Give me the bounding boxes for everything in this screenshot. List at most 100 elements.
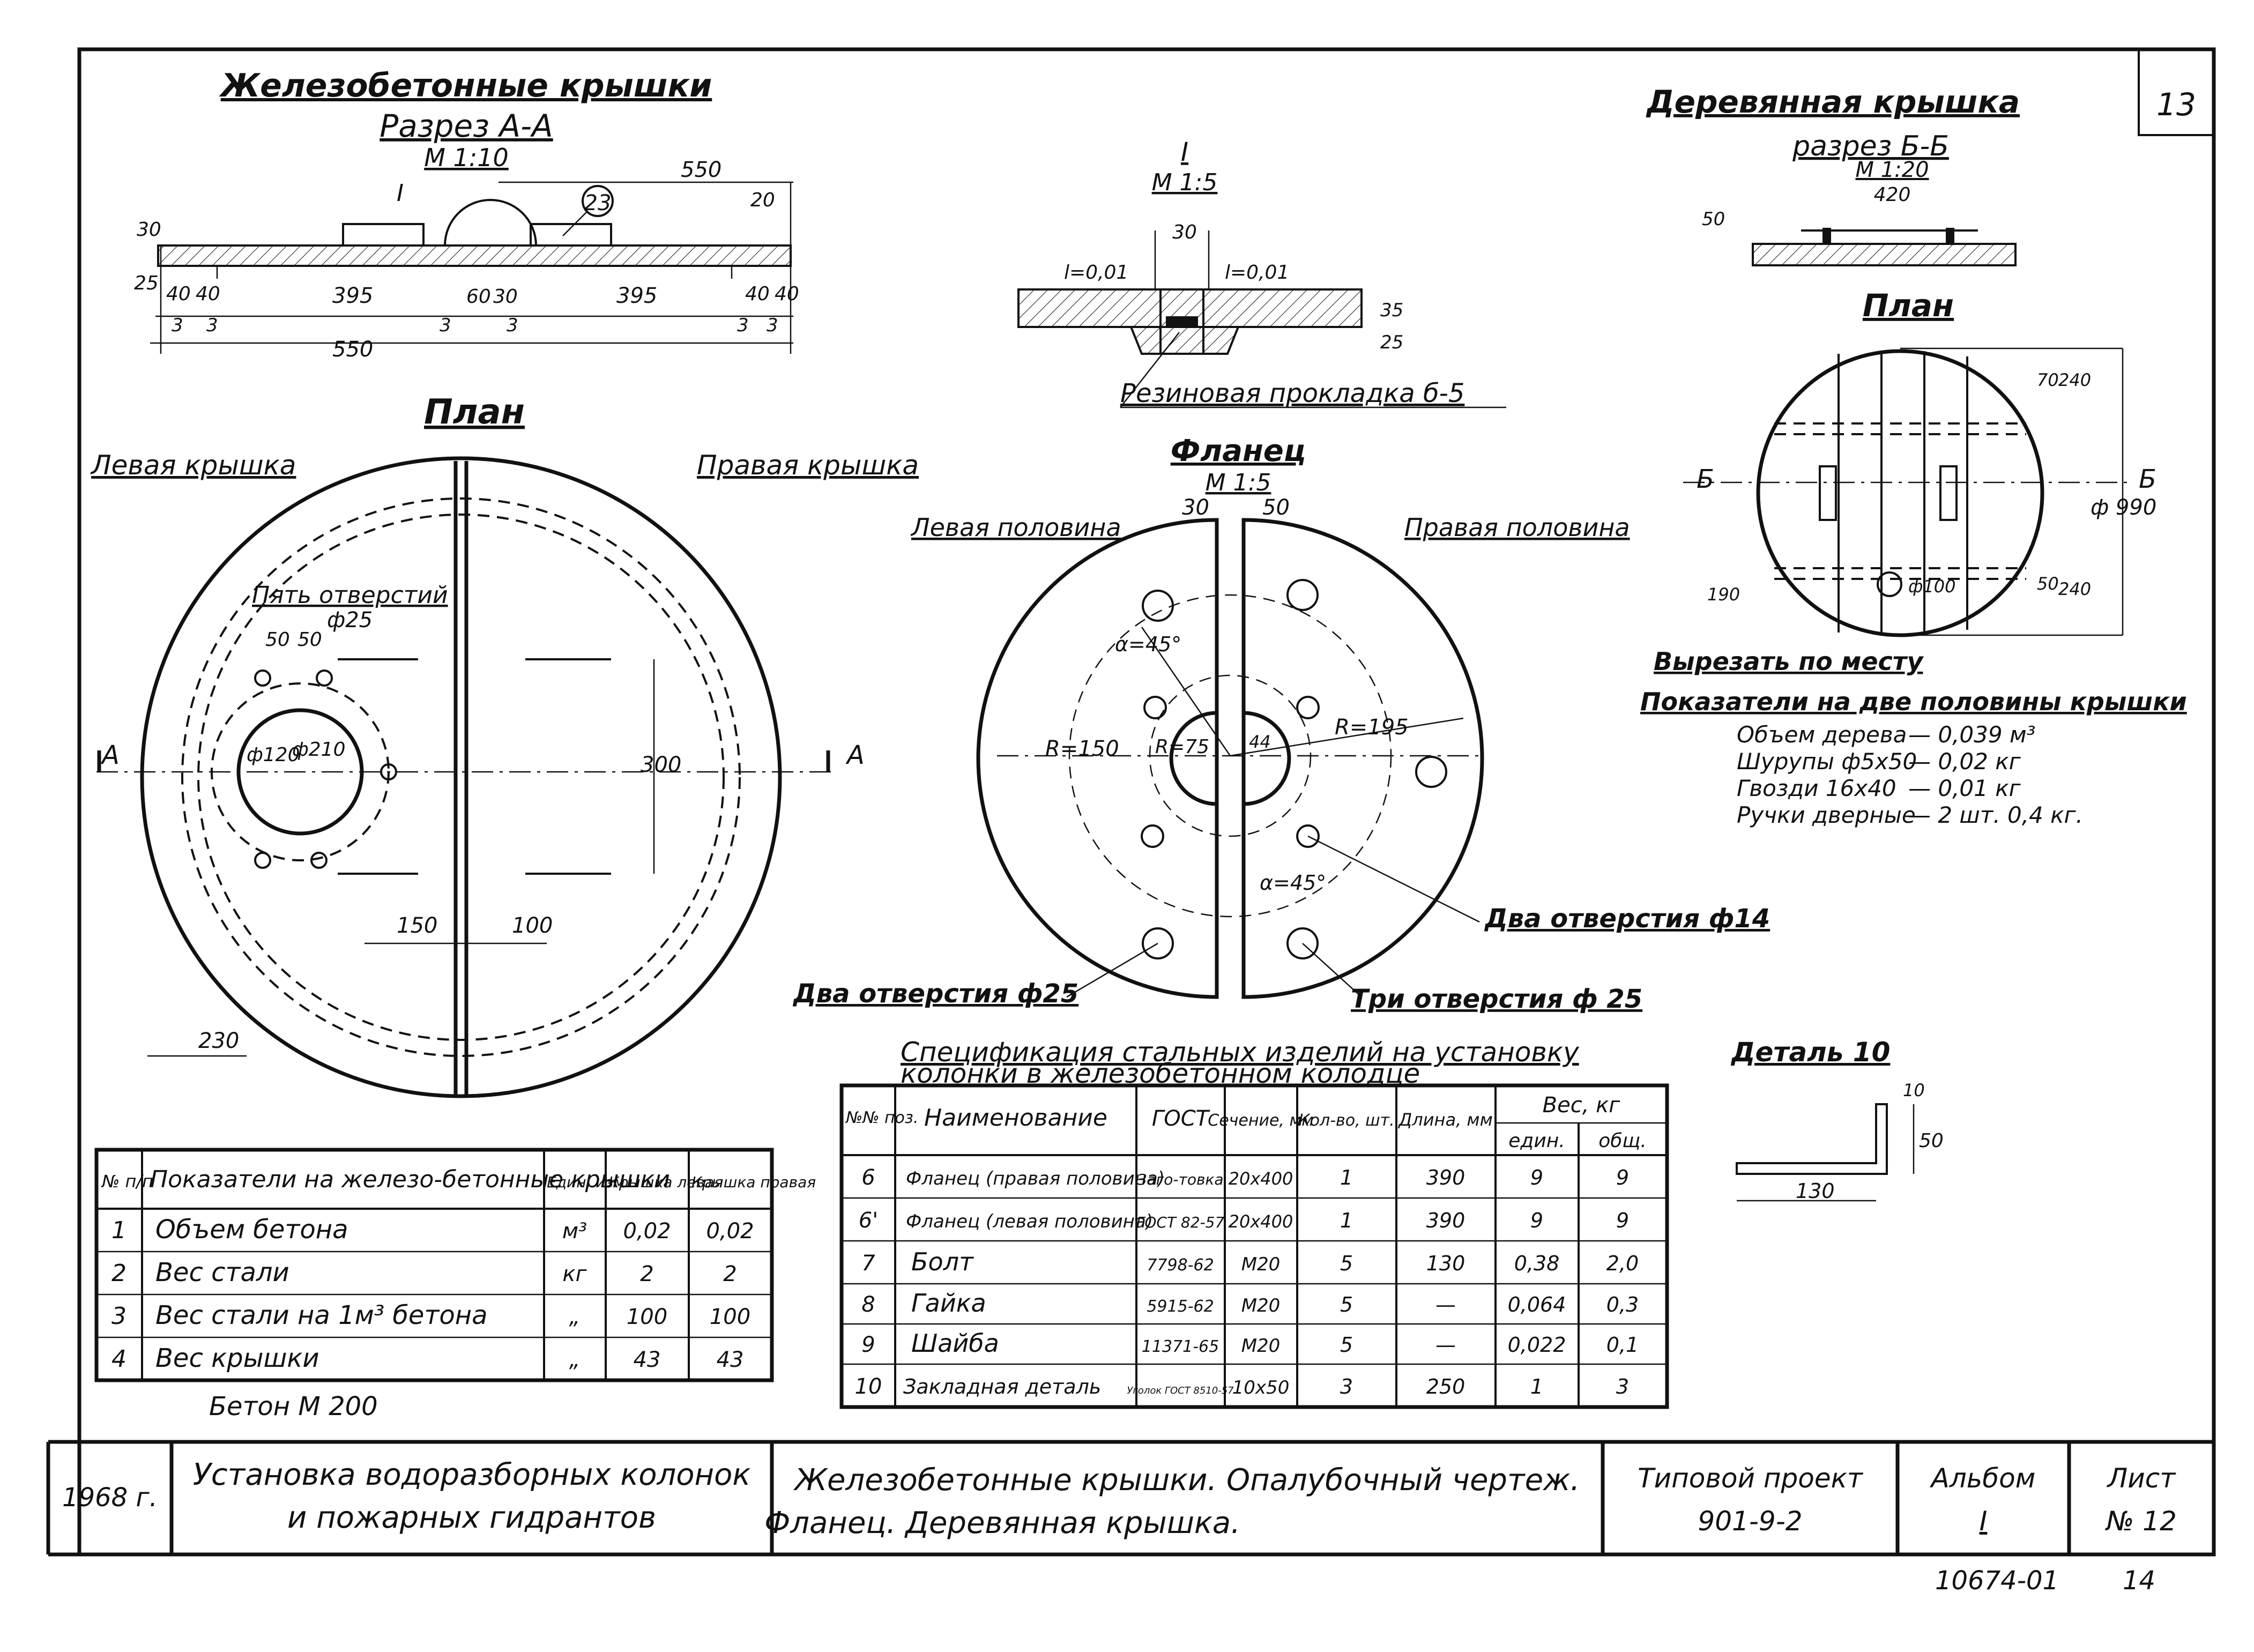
spec-r3-length: 130 — [1426, 1252, 1466, 1275]
wood-ind-2-value: — 0,02 кг — [1908, 748, 2021, 775]
flange-r150: R=150 — [1045, 736, 1119, 761]
dim-25: 25 — [134, 272, 159, 294]
spec-r4-pos: 8 — [861, 1292, 875, 1317]
wood-ind-4-value: — 2 шт. 0,4 кг. — [1908, 802, 2083, 828]
spec-r5-pos: 9 — [861, 1333, 875, 1357]
album-label: Альбом — [1930, 1463, 2036, 1494]
spec-r6-section: 10х50 — [1232, 1377, 1290, 1398]
spec-r5-length: — — [1435, 1333, 1456, 1357]
dim-p100: 100 — [512, 913, 553, 938]
typical-project-label: Типовой проект — [1638, 1463, 1864, 1494]
dim-p-d210: ф210 — [292, 739, 346, 761]
dim-p50b: 50 — [297, 629, 322, 651]
ind-r3-unit: „ — [569, 1305, 581, 1329]
three-holes-25-label: Три отверстия ф 25 — [1351, 984, 1642, 1014]
album-number: I — [1980, 1506, 1988, 1537]
spec-h-weight: Вес, кг — [1543, 1093, 1621, 1118]
spec-h-pos: №№ поз. — [845, 1108, 918, 1127]
flange-a44: 44 — [1249, 732, 1271, 752]
dim-40b: 40 — [196, 283, 220, 305]
flange-title: Фланец — [1171, 434, 1306, 468]
flange-dim-30: 30 — [1182, 495, 1209, 520]
wood-indicators-title: Показатели на две половины крышки — [1640, 687, 2187, 716]
section-a-left: А — [100, 740, 120, 770]
dim-w-d990: ф 990 — [2091, 495, 2156, 520]
flange-drawing — [976, 518, 1484, 999]
spec-r6-length: 250 — [1426, 1375, 1466, 1398]
section-a-right: А — [845, 740, 865, 770]
spec-r2-section: 20х400 — [1229, 1211, 1293, 1232]
dim-550-bottom: 550 — [332, 337, 373, 362]
dim-3e: 3 — [737, 315, 749, 336]
dim-550-top: 550 — [681, 158, 721, 182]
spec-r2-name: Фланец (левая половина) — [906, 1211, 1153, 1232]
spec-r1-gost: Заго-товка — [1137, 1171, 1223, 1188]
spec-r3-gost: 7798-62 — [1147, 1256, 1214, 1275]
spec-r6-gost: Уголок ГОСТ 8510-57 — [1127, 1385, 1234, 1396]
ind-r2-left: 2 — [640, 1262, 653, 1286]
five-holes-d25: ф25 — [327, 608, 373, 632]
detail-i-l2: l=0,01 — [1225, 262, 1289, 284]
page-corner-number: 13 — [2156, 86, 2196, 123]
flange-dim-50: 50 — [1262, 495, 1290, 520]
spec-r2-length: 390 — [1426, 1209, 1466, 1232]
project-line-2: и пожарных гидрантов — [287, 1500, 656, 1535]
spec-r2-pos: 6' — [859, 1208, 878, 1233]
spec-r1-totalw: 9 — [1616, 1166, 1629, 1189]
dim-3c: 3 — [440, 315, 451, 336]
dim-p-d120: ф120 — [247, 744, 300, 766]
spec-r3-section: М20 — [1241, 1254, 1281, 1275]
detail-10-dim-50: 50 — [1919, 1130, 1944, 1152]
spec-r2-gost: ГОСТ 82-57 — [1136, 1214, 1225, 1231]
spec-r6-qty: 3 — [1340, 1375, 1353, 1398]
spec-r2-qty: 1 — [1340, 1209, 1353, 1232]
section-aa-drawing — [150, 181, 793, 354]
spec-h-name: Наименование — [924, 1104, 1107, 1132]
spec-h-section: Сечение, мм — [1208, 1111, 1314, 1130]
section-b-right: Б — [2139, 464, 2156, 494]
bottom-page-number: 14 — [2123, 1566, 2155, 1596]
left-cover-label: Левая крышка — [90, 450, 296, 481]
spec-r3-totalw: 2,0 — [1606, 1252, 1639, 1275]
spec-r2-totalw: 9 — [1616, 1209, 1629, 1232]
right-half-label: Правая половина — [1404, 513, 1630, 542]
spec-r6-unitw: 1 — [1530, 1375, 1543, 1398]
two-holes-14-label: Два отверстия ф14 — [1484, 904, 1770, 934]
detail-i-dim-35: 35 — [1380, 300, 1403, 321]
project-line-1: Установка водоразборных колонок — [193, 1457, 751, 1492]
concrete-plan-title: План — [424, 392, 525, 432]
ind-r4-name: Вес крышки — [155, 1343, 319, 1373]
ind-r2-no: 2 — [111, 1260, 127, 1287]
dim-40d: 40 — [775, 283, 799, 305]
right-cover-label: Правая крышка — [697, 450, 919, 481]
spec-r3-qty: 5 — [1340, 1252, 1353, 1275]
spec-r5-gost: 11371-65 — [1142, 1337, 1219, 1356]
ind-r4-no: 4 — [111, 1345, 127, 1373]
detail-10-dim-130: 130 — [1796, 1179, 1835, 1203]
ind-h-left: Крышка левая — [608, 1173, 723, 1191]
concrete-plan-drawing — [96, 456, 836, 1098]
spec-r5-totalw: 0,1 — [1606, 1333, 1639, 1357]
detail-i-scale: М 1:5 — [1152, 169, 1218, 196]
spec-title-1: Спецификация стальных изделий на установ… — [901, 1037, 1580, 1068]
spec-r6-pos: 10 — [855, 1374, 882, 1399]
dim-w420: 420 — [1874, 184, 1911, 206]
wood-ind-1-value: — 0,039 м³ — [1908, 721, 2035, 748]
spec-r4-gost: 5915-62 — [1147, 1297, 1214, 1316]
spec-h-length: Длина, мм — [1397, 1110, 1492, 1130]
flange-r75: R=75 — [1155, 736, 1209, 758]
ind-r3-no: 3 — [111, 1303, 127, 1330]
cut-in-place-label: Вырезать по месту — [1654, 647, 1924, 676]
title-year: 1968 г. — [62, 1483, 158, 1513]
spec-r4-length: — — [1435, 1293, 1456, 1316]
section-bb-drawing — [1752, 228, 2017, 266]
dim-p230: 230 — [198, 1029, 239, 1053]
dim-w50b: 50 — [2037, 574, 2059, 594]
five-holes-label: Пять отверстий — [252, 582, 448, 609]
dim-p50a: 50 — [265, 629, 290, 651]
ind-h-name: Показатели на железо-бетонные крышки — [150, 1166, 670, 1193]
ind-h-right: Крышка правая — [691, 1173, 816, 1191]
dim-60: 60 — [466, 286, 491, 308]
spec-r5-qty: 5 — [1340, 1333, 1353, 1357]
